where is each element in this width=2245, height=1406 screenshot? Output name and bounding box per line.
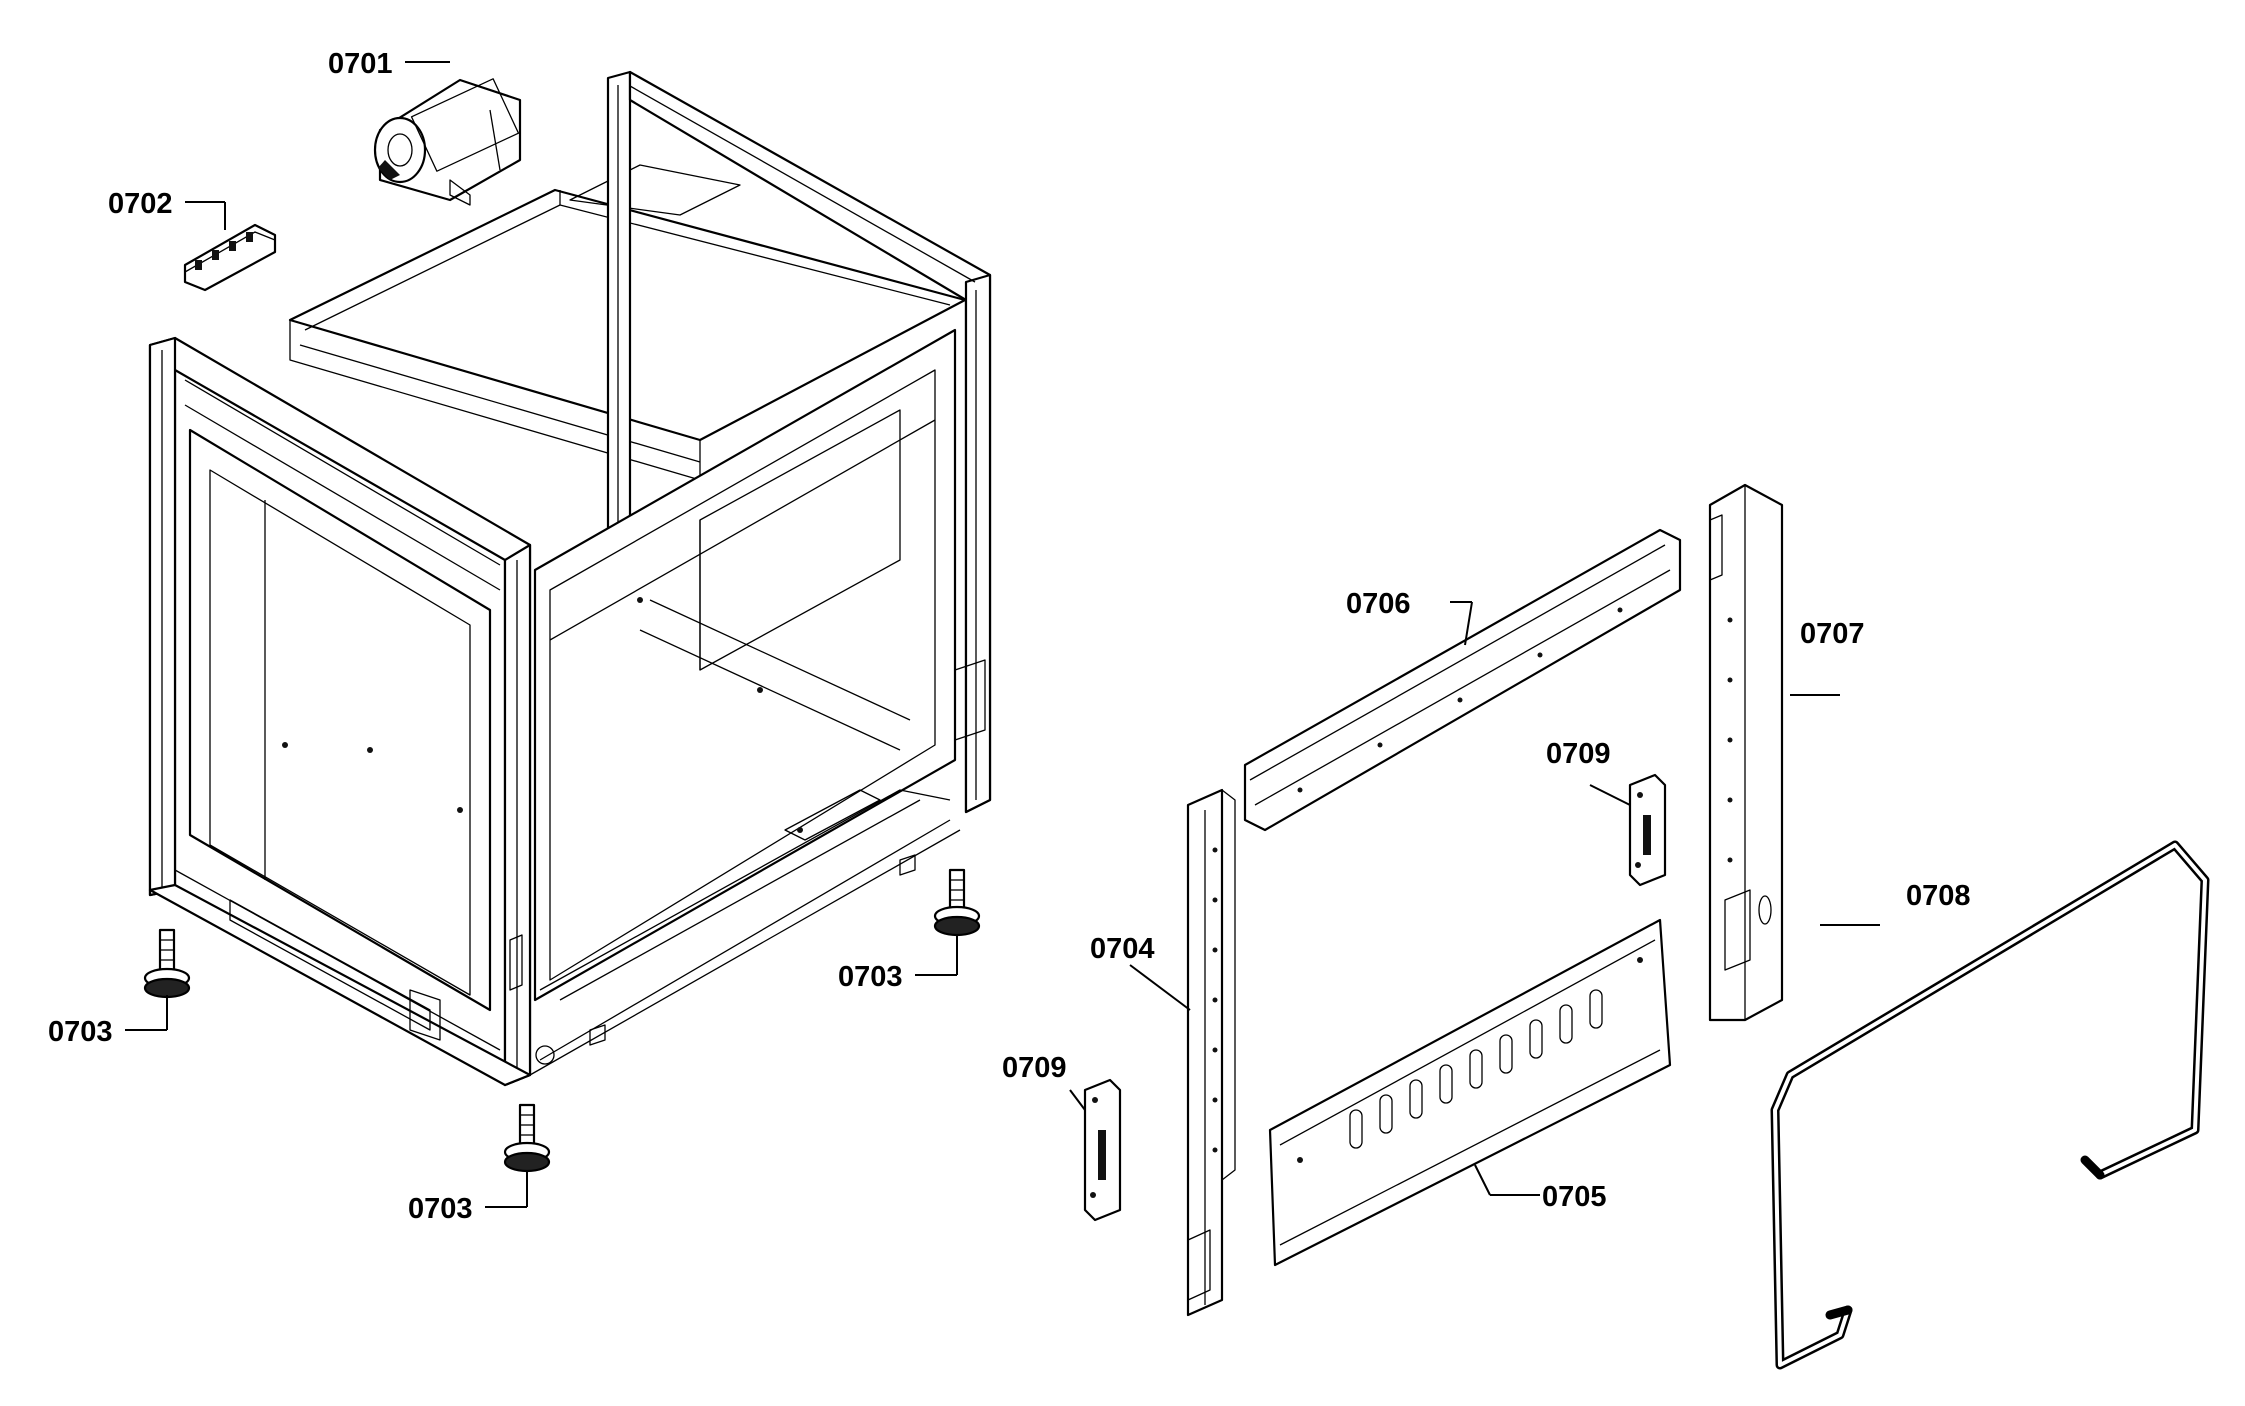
- callout-0705: 0705: [1542, 1181, 1607, 1213]
- callout-0704: 0704: [1090, 933, 1155, 965]
- vent-slots: [1349, 989, 1603, 1149]
- callout-0709-upper: 0709: [1546, 738, 1611, 770]
- oven-frame: [148, 70, 992, 1087]
- callout-0709-lower: 0709: [1002, 1052, 1067, 1084]
- leveling-foot-left: [143, 928, 191, 999]
- side-trim-right-part: [1708, 483, 1784, 1022]
- terminal-block-part: [183, 223, 277, 292]
- top-trim-part: [1243, 528, 1682, 832]
- callout-0703-left: 0703: [48, 1016, 113, 1048]
- gasket-frame-part: [1770, 840, 2210, 1370]
- callout-labels: 0701 0702 0703 0703 0703 0704 0705 0706 …: [48, 48, 1971, 1225]
- hinge-part-upper: [1628, 773, 1667, 887]
- callout-0703-right: 0703: [838, 961, 903, 993]
- callout-0701: 0701: [328, 48, 393, 80]
- callout-0706: 0706: [1346, 588, 1411, 620]
- leader-lines: [125, 61, 1880, 1208]
- callout-0707: 0707: [1800, 618, 1865, 650]
- hinge-part-lower: [1083, 1078, 1122, 1222]
- callout-0703-center: 0703: [408, 1193, 473, 1225]
- leveling-foot-center: [503, 1103, 551, 1173]
- leveling-foot-right: [933, 868, 981, 937]
- side-trim-left-part: [1186, 788, 1236, 1317]
- callout-0708: 0708: [1906, 880, 1971, 912]
- vent-panel-part: [1268, 918, 1672, 1267]
- callout-0702: 0702: [108, 188, 173, 220]
- motor-part: [373, 78, 522, 206]
